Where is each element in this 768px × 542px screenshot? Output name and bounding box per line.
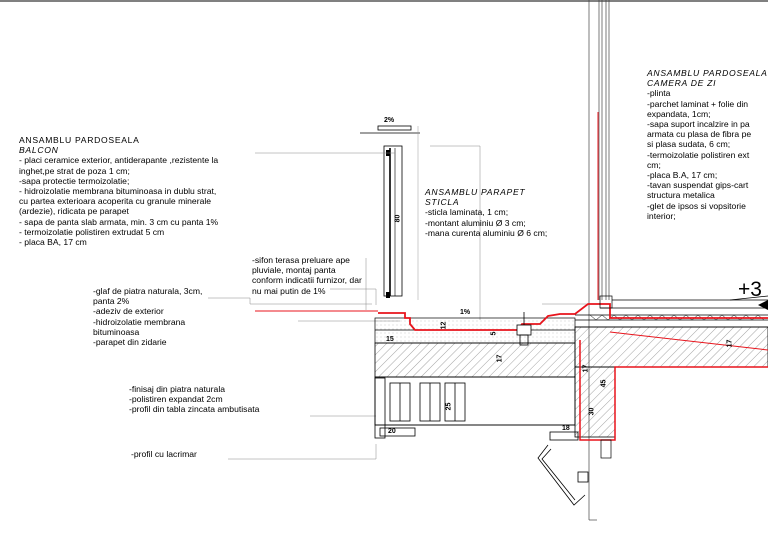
note-line: -adeziv de exterior bbox=[93, 306, 164, 317]
dim-17: 17 bbox=[496, 354, 504, 363]
dim-45: 45 bbox=[600, 379, 608, 388]
note-line: -profil cu lacrimar bbox=[131, 449, 197, 459]
balcony-slab bbox=[374, 326, 768, 438]
glass-parapet bbox=[360, 125, 420, 300]
dim-15: 15 bbox=[386, 336, 394, 343]
note-camera: ANSAMBLU PARDOSEALA CAMERA DE ZI -plinta… bbox=[647, 68, 768, 221]
note-line: - sapa de panta slab armata, min. 3 cm c… bbox=[19, 216, 219, 227]
note-line: expandata, 1cm; bbox=[647, 108, 711, 119]
dim-30: 30 bbox=[588, 407, 596, 416]
note-camera-subtitle: CAMERA DE ZI bbox=[647, 78, 717, 89]
note-line: -parapet din zidarie bbox=[93, 337, 167, 348]
note-line: -finisaj din piatra naturala bbox=[129, 384, 226, 394]
note-line: -montant aluminiu Ø 3 cm; bbox=[425, 217, 526, 228]
note-line: - placi ceramice exterior, antiderapante… bbox=[19, 155, 219, 166]
note-line: -parchet laminat + folie din bbox=[647, 98, 749, 109]
note-line: cu partea exterioara acoperita cu granul… bbox=[19, 196, 212, 207]
note-balcon: ANSAMBLU PARDOSEALA BALCON - placi ceram… bbox=[19, 135, 218, 247]
red-level-line-2 bbox=[609, 331, 768, 351]
note-parapet-subtitle: STICLA bbox=[425, 197, 460, 208]
note-balcon-title: ANSAMBLU PARDOSEALA bbox=[19, 135, 140, 145]
drain bbox=[516, 312, 532, 346]
note-line: -sticla laminata, 1 cm; bbox=[425, 207, 509, 218]
note-line: - hidroizolatie membrana bituminoasa in … bbox=[19, 186, 217, 197]
waterproofing bbox=[378, 303, 768, 331]
note-line: -tavan suspendat gips-cart bbox=[647, 180, 749, 191]
note-line: -glet de ipsos si vopsitorie bbox=[647, 200, 746, 211]
note-line: -sifon terasa preluare ape bbox=[252, 255, 350, 265]
level-label: +3 bbox=[738, 278, 762, 301]
note-line: -sapa suport incalzire in pa bbox=[647, 119, 750, 130]
glass-height-label: 80 bbox=[394, 214, 402, 223]
note-line: (ardezie), ridicata pe parapet bbox=[19, 206, 129, 217]
note-line: -profil din tabla zincata ambutisata bbox=[129, 404, 260, 415]
note-line: structura metalica bbox=[647, 190, 715, 201]
dim-5: 5 bbox=[490, 331, 498, 336]
note-line: -polistiren expandat 2cm bbox=[129, 394, 223, 405]
note-line: cm; bbox=[647, 159, 661, 170]
note-line: pluviale, montaj panta bbox=[252, 265, 336, 276]
dim-20: 20 bbox=[388, 428, 396, 435]
note-line: -mana curenta aluminiu Ø 6 cm; bbox=[425, 227, 548, 238]
note-finisaj: -finisaj din piatra naturala -polistiren… bbox=[129, 384, 259, 415]
note-line: - termoizolatie polistiren extrudat 5 cm bbox=[19, 226, 165, 237]
level-marker bbox=[758, 300, 768, 310]
note-line: - placa BA, 17 cm bbox=[19, 237, 87, 248]
dim-17c: 17 bbox=[726, 339, 734, 348]
note-line: bituminoasa bbox=[93, 326, 140, 337]
note-line: -glaf de piatra naturala, 3cm, bbox=[93, 286, 203, 296]
note-line: interior; bbox=[647, 210, 676, 221]
note-parapet-title: ANSAMBLU PARAPET bbox=[425, 187, 526, 197]
dim-17b: 17 bbox=[582, 364, 590, 373]
red-insulation-outline bbox=[579, 340, 768, 441]
note-line: -hidroizolatie membrana bbox=[93, 316, 186, 327]
dim-25: 25 bbox=[445, 402, 453, 411]
note-line: armata cu plasa de fibra pe bbox=[647, 129, 752, 140]
note-camera-title: ANSAMBLU PARDOSEALA bbox=[647, 68, 768, 78]
note-profil: -profil cu lacrimar bbox=[131, 449, 197, 459]
room-wall bbox=[588, 0, 610, 521]
note-line: inghet,pe strat de poza 1 cm; bbox=[19, 165, 130, 176]
note-line: nu mai putin de 1% bbox=[252, 285, 326, 296]
note-line: panta 2% bbox=[93, 296, 130, 307]
note-parapet: ANSAMBLU PARAPET STICLA -sticla laminata… bbox=[425, 187, 547, 238]
dim-12: 12 bbox=[440, 321, 448, 330]
slope-top-label: 2% bbox=[384, 117, 395, 124]
note-line: -placa B.A, 17 cm; bbox=[647, 170, 718, 181]
note-line: si plasa sudata, 6 cm; bbox=[647, 139, 731, 150]
note-line: -termoizolatie polistiren ext bbox=[647, 149, 750, 160]
note-glaf: -glaf de piatra naturala, 3cm, panta 2% … bbox=[93, 286, 202, 347]
dim-18: 18 bbox=[562, 425, 570, 432]
note-sifon: -sifon terasa preluare ape pluviale, mon… bbox=[252, 255, 362, 296]
masonry-parapet bbox=[374, 377, 466, 439]
note-line: conform indicatii furnizor, dar bbox=[252, 275, 362, 286]
drip-profile bbox=[537, 431, 589, 506]
room-floor bbox=[599, 295, 768, 459]
slope-balcony-label: 1% bbox=[460, 309, 471, 316]
note-balcon-subtitle: BALCON bbox=[19, 145, 59, 156]
note-line: -sapa protectie termoizolatie; bbox=[19, 175, 130, 186]
note-line: -plinta bbox=[647, 88, 671, 99]
